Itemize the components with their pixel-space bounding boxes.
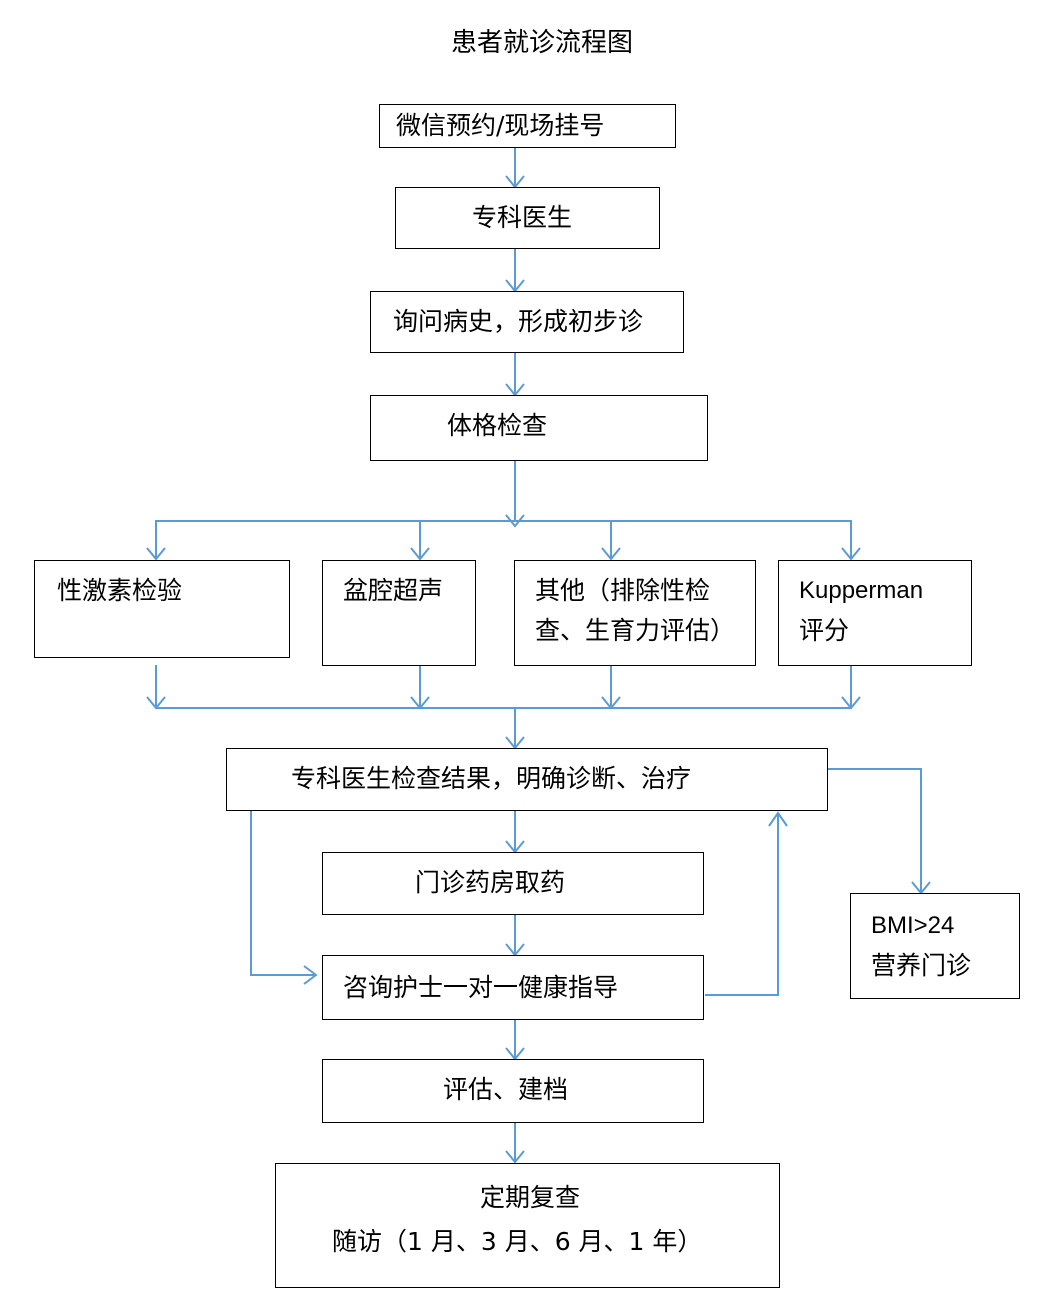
node-physical-exam-label: 体格检查 (447, 411, 548, 440)
node-assessment-label: 评估、建档 (443, 1075, 569, 1104)
node-followup-line2: 随访（1 月、3 月、6 月、1 年） (332, 1227, 703, 1256)
page-title: 患者就诊流程图 (450, 28, 633, 58)
node-bmi-line1: BMI>24 (871, 912, 955, 939)
node-pelvic-ultrasound-label: 盆腔超声 (343, 576, 444, 605)
node-diagnosis-label: 专科医生检查结果，明确诊断、治疗 (291, 764, 692, 793)
edge-diagnosis-to-bmi (828, 768, 922, 892)
node-specialist-label: 专科医生 (472, 203, 573, 232)
node-hormone-test-label: 性激素检验 (57, 576, 183, 605)
node-pharmacy: 门诊药房取药 (322, 852, 704, 915)
node-followup: 定期复查 随访（1 月、3 月、6 月、1 年） (275, 1163, 780, 1288)
node-other-tests-line1: 其他（排除性检 (535, 576, 711, 605)
node-kupperman-line2: 评分 (799, 616, 850, 645)
node-appointment: 微信预约/现场挂号 (379, 104, 676, 148)
node-kupperman-line1: Kupperman (799, 577, 924, 604)
node-bmi-nutrition: BMI>24 营养门诊 (850, 893, 1020, 999)
node-kupperman: Kupperman 评分 (778, 560, 972, 666)
edge-nurse-to-diagnosis (705, 813, 779, 996)
node-bmi-line2: 营养门诊 (871, 951, 972, 980)
node-other-tests: 其他（排除性检 查、生育力评估） (514, 560, 756, 666)
edge-split-bar (155, 520, 852, 558)
node-appointment-label: 微信预约/现场挂号 (396, 111, 605, 140)
node-diagnosis: 专科医生检查结果，明确诊断、治疗 (226, 748, 828, 811)
node-other-tests-line2: 查、生育力评估） (535, 616, 736, 645)
node-history-label: 询问病史，形成初步诊 (393, 307, 644, 336)
node-physical-exam: 体格检查 (370, 395, 708, 461)
edge-diagnosis-to-nurse (250, 811, 316, 976)
node-nurse-guidance-label: 咨询护士一对一健康指导 (343, 973, 619, 1002)
node-specialist: 专科医生 (395, 187, 660, 249)
node-followup-line1: 定期复查 (480, 1183, 581, 1212)
node-pelvic-ultrasound: 盆腔超声 (322, 560, 476, 666)
node-history: 询问病史，形成初步诊 (370, 291, 684, 353)
node-pharmacy-label: 门诊药房取药 (415, 868, 566, 897)
node-hormone-test: 性激素检验 (34, 560, 290, 658)
node-nurse-guidance: 咨询护士一对一健康指导 (322, 955, 704, 1020)
node-assessment: 评估、建档 (322, 1059, 704, 1123)
